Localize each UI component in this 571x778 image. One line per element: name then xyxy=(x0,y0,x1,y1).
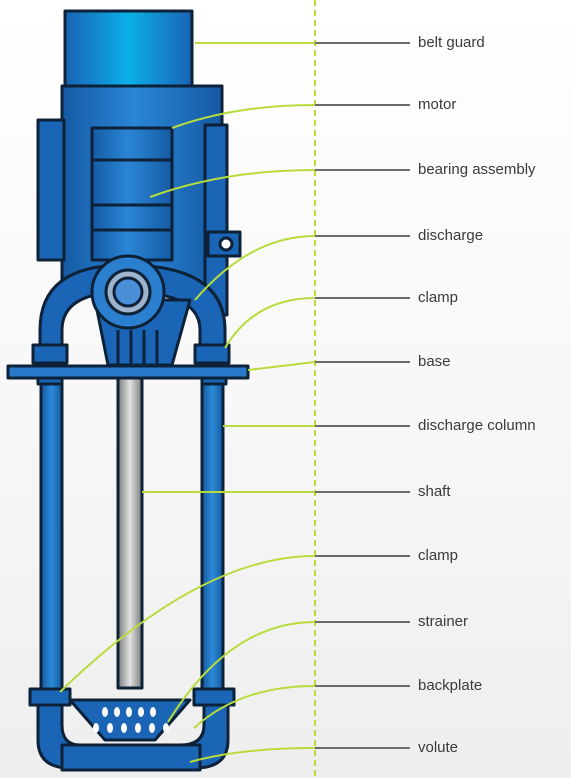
label-clamp-upper: clamp xyxy=(418,289,459,306)
clamp-lower-left xyxy=(28,687,72,707)
label-clamp-lower: clamp xyxy=(418,547,459,564)
strainer-holes xyxy=(93,707,169,733)
label-strainer: strainer xyxy=(418,613,469,630)
pump-illustration xyxy=(6,9,250,772)
strainer-shape xyxy=(68,698,192,742)
leader-base xyxy=(247,361,316,371)
clamp-lower-right xyxy=(192,687,236,707)
clamp-upper-right xyxy=(193,343,231,365)
label-volute: volute xyxy=(418,739,459,756)
leader-motor xyxy=(171,104,316,129)
label-shaft: shaft xyxy=(418,483,451,500)
belt-guard-shape xyxy=(63,9,194,91)
label-discharge-column: discharge column xyxy=(418,417,536,434)
leader-bearing-assembly xyxy=(149,169,316,198)
motor-left-flange xyxy=(36,118,66,262)
label-backplate: backplate xyxy=(418,677,483,694)
leader-backplate xyxy=(193,685,316,729)
leader-volute xyxy=(189,747,316,763)
label-bearing-assembly: bearing assembly xyxy=(418,161,536,178)
clamp-upper-left xyxy=(31,343,69,365)
discharge-column-left xyxy=(39,382,64,691)
leader-lines xyxy=(59,42,410,763)
label-discharge: discharge xyxy=(418,227,484,244)
discharge-column-right xyxy=(200,382,225,691)
leader-strainer xyxy=(167,621,316,723)
leader-clamp-upper xyxy=(224,297,316,349)
label-belt-guard: belt guard xyxy=(418,34,485,51)
leader-discharge xyxy=(194,235,316,301)
base-shape xyxy=(6,364,250,380)
shaft-shape xyxy=(116,376,144,690)
leader-clamp-lower xyxy=(59,555,316,693)
label-motor: motor xyxy=(418,96,457,113)
label-base: base xyxy=(418,353,451,370)
